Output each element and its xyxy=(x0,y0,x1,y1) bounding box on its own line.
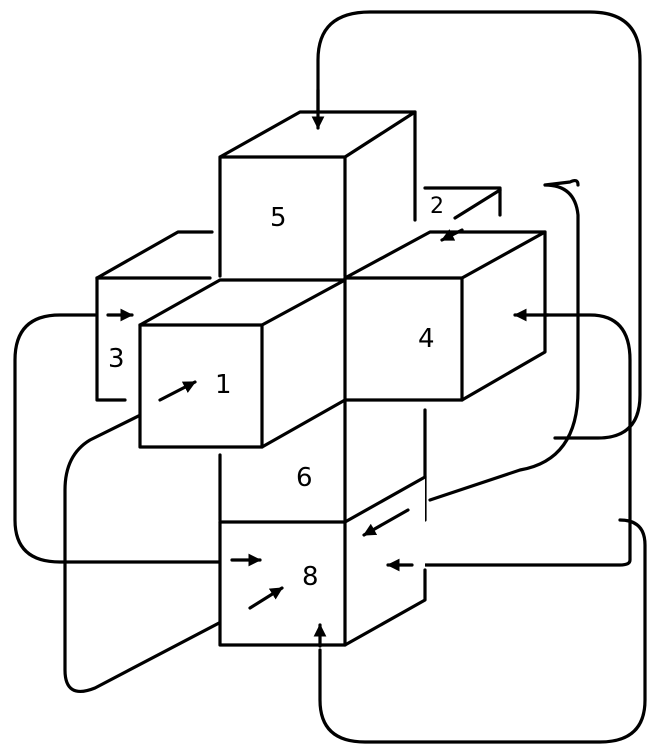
cube-5-label: 5 xyxy=(270,203,287,233)
cube-4-label: 4 xyxy=(418,324,435,354)
connector-lines xyxy=(13,10,647,744)
cube-1-label: 1 xyxy=(215,370,232,400)
cube-8 xyxy=(218,475,427,647)
cube-2-label: 2 xyxy=(430,194,444,219)
cube-3-label: 3 xyxy=(108,344,125,374)
cube-6-label: 6 xyxy=(296,463,313,493)
cube-5 xyxy=(218,110,417,278)
arrow-into-1 xyxy=(158,380,197,402)
loop-line-diagonal xyxy=(63,386,284,693)
loop-line-right-b xyxy=(388,313,632,567)
loop-line-bottom xyxy=(318,518,647,744)
arrow-into-2 xyxy=(440,228,464,242)
arrow-into-8-diag xyxy=(248,586,284,610)
loop-line-right xyxy=(428,178,580,502)
cube-labels: 5 2 3 4 1 6 8 xyxy=(108,194,444,592)
cube-1 xyxy=(138,278,347,449)
cube-4 xyxy=(343,230,547,402)
arrow-into-8-corner xyxy=(362,508,410,537)
cube-8-label: 8 xyxy=(302,562,319,592)
arrows xyxy=(106,88,550,648)
loop-line-left xyxy=(13,313,222,564)
cube-2 xyxy=(423,186,502,235)
